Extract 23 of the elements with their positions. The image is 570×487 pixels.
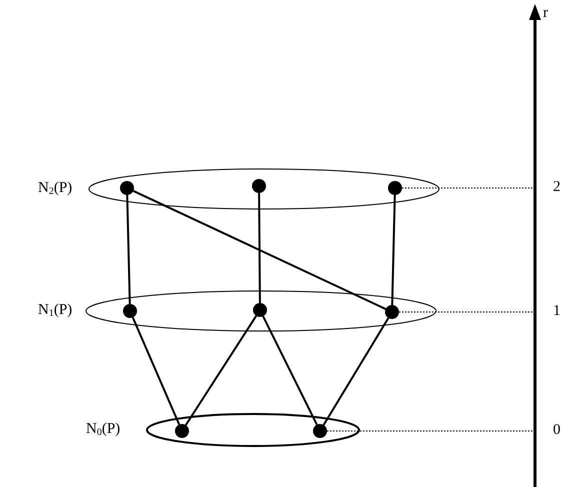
axis-label: r xyxy=(543,4,548,22)
edge-line xyxy=(262,316,318,426)
level-label: N$_{1}$(P) xyxy=(38,301,72,321)
edge-line xyxy=(258,192,261,304)
edge-line xyxy=(132,317,180,425)
tick-label: 1 xyxy=(553,302,560,320)
vertex-dot xyxy=(120,181,134,195)
edge-line xyxy=(126,194,131,304)
vertex-dot xyxy=(123,304,137,318)
vertex-dot xyxy=(175,424,189,438)
level-label: N$_{2}$(P) xyxy=(38,179,72,199)
edge-line xyxy=(132,190,386,310)
edge-line xyxy=(322,317,390,426)
level-label: N$_{0}$(P) xyxy=(86,420,120,440)
tick-label: 0 xyxy=(553,421,560,439)
vertex-dot xyxy=(385,305,399,319)
vertex-dot xyxy=(313,424,327,438)
vertex-dot xyxy=(253,303,267,317)
vertex-dot xyxy=(388,181,402,195)
vertex-dot xyxy=(252,179,266,193)
edge-line xyxy=(184,315,258,426)
tick-label: 2 xyxy=(553,178,560,196)
edge-line xyxy=(391,194,396,306)
